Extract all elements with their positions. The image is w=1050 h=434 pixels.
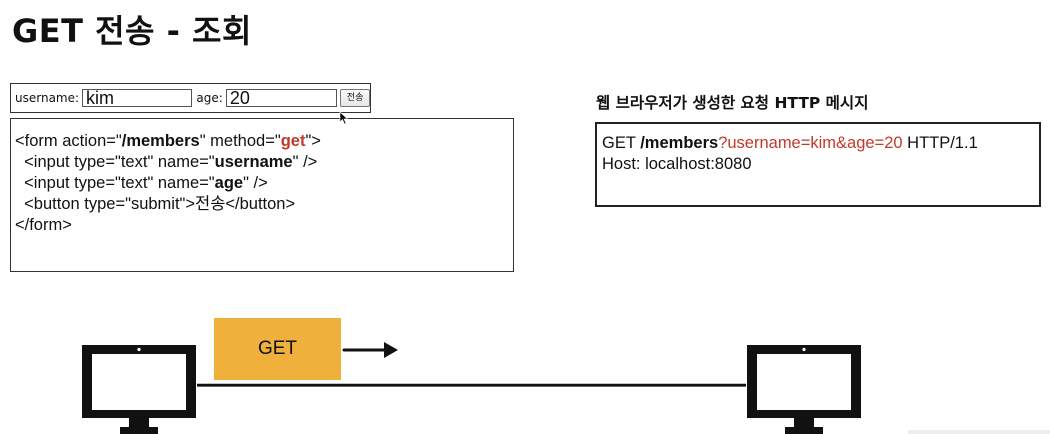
code-line-button: <button type="submit">전송</button>: [15, 195, 296, 213]
code-text: " />: [243, 174, 268, 192]
code-text: " />: [292, 153, 318, 171]
arrow-right-icon: [342, 342, 398, 358]
code-text: <input type="text" name=": [15, 153, 215, 171]
code-text: " method=": [199, 132, 281, 150]
code-action-value: /members: [121, 132, 200, 150]
code-line-form-close: </form>: [15, 216, 72, 234]
http-message-box: GET /members?username=kim&age=20 HTTP/1.…: [595, 122, 1041, 207]
client-monitor-icon: [82, 345, 196, 434]
username-input[interactable]: kim: [82, 89, 193, 107]
request-version: HTTP/1.1: [902, 134, 978, 152]
code-line-input-age: <input type="text" name="age" />: [15, 173, 513, 194]
code-line-form: <form action="/members" method="get">: [15, 131, 513, 152]
mouse-cursor-icon: [339, 111, 349, 125]
age-label: age:: [196, 91, 223, 105]
code-method-value: get: [280, 132, 306, 150]
code-text: <form action=": [15, 132, 122, 150]
request-query: ?username=kim&age=20: [718, 134, 903, 152]
age-input[interactable]: 20: [225, 89, 338, 107]
code-text: <input type="text" name=": [15, 174, 215, 192]
request-line: GET /members?username=kim&age=20 HTTP/1.…: [602, 133, 1039, 154]
bottom-decoration: [908, 430, 1050, 434]
form-preview: username: kim age: 20 전송: [10, 83, 371, 113]
request-path: /members: [640, 134, 719, 152]
page-title: GET 전송 - 조회: [12, 12, 252, 50]
username-label: username:: [15, 91, 80, 105]
submit-button[interactable]: 전송: [340, 89, 370, 107]
html-code-box: <form action="/members" method="get"> <i…: [10, 118, 514, 272]
code-line-input-username: <input type="text" name="username" />: [15, 152, 513, 173]
server-monitor-icon: [747, 345, 861, 434]
http-message-caption: 웹 브라우저가 생성한 요청 HTTP 메시지: [596, 94, 869, 112]
host-header: Host: localhost:8080: [602, 155, 752, 173]
code-text: ">: [305, 132, 321, 150]
code-name-age: age: [214, 174, 244, 192]
request-method: GET: [602, 134, 641, 152]
get-request-box: GET: [214, 318, 341, 380]
code-name-username: username: [214, 153, 293, 171]
